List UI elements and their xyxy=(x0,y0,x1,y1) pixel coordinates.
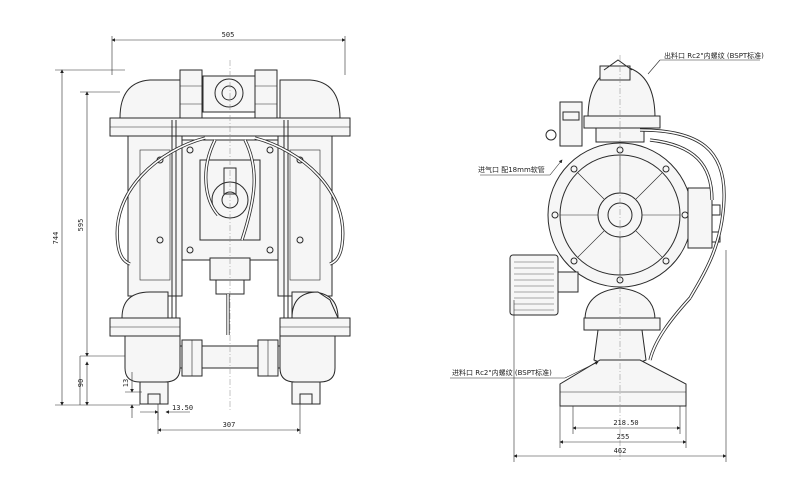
front-view: 505 744 595 90 13 13.50 307 xyxy=(52,31,351,434)
dim-base-mid: 255 xyxy=(617,433,630,441)
note-inlet: 进料口 Rc2"内螺纹 (BSPT标准) xyxy=(452,368,552,377)
dim-overall-width: 505 xyxy=(222,31,235,39)
dim-base-overall: 462 xyxy=(614,447,627,455)
dim-overall-height: 744 xyxy=(52,232,60,245)
note-outlet: 出料口 Rc2"内螺纹 (BSPT标准) xyxy=(664,51,764,60)
dim-port-spacing: 307 xyxy=(223,421,236,429)
dim-inner-height: 595 xyxy=(77,219,85,232)
dim-foot-height: 13 xyxy=(122,379,130,387)
dim-base-inner: 218.50 xyxy=(613,419,638,427)
side-view: 出料口 Rc2"内螺纹 (BSPT标准) 进气口 配18mm软管 进料口 Rc2… xyxy=(450,51,764,462)
dim-base-height: 90 xyxy=(77,379,85,387)
dim-foot-offset: 13.50 xyxy=(172,404,193,412)
note-air-inlet: 进气口 配18mm软管 xyxy=(478,165,545,174)
